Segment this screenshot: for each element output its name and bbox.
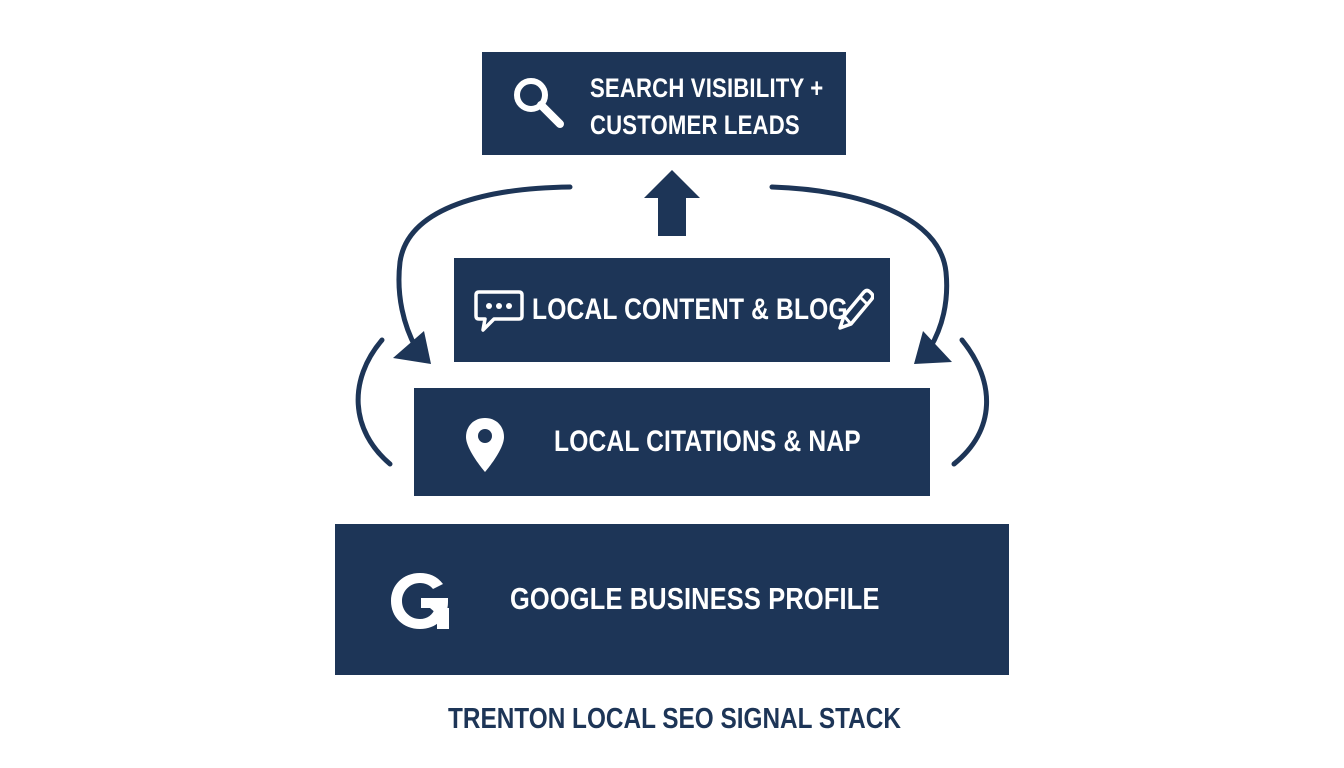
map-pin-icon: [464, 416, 506, 474]
google-business-profile-box: GOOGLE BUSINESS PROFILE: [335, 524, 1009, 675]
local-citations-box: LOCAL CITATIONS & NAP: [414, 388, 930, 496]
chat-bubble-icon: [474, 288, 524, 334]
google-business-profile-label: GOOGLE BUSINESS PROFILE: [510, 581, 880, 616]
diagram-caption: TRENTON LOCAL SEO SIGNAL STACK: [448, 703, 901, 735]
pencil-icon: [832, 286, 874, 332]
search-visibility-line1: SEARCH VISIBILITY +: [590, 73, 824, 103]
search-visibility-label: SEARCH VISIBILITY + CUSTOMER LEADS: [590, 70, 823, 144]
magnifying-glass-icon: [508, 72, 568, 132]
local-content-box: LOCAL CONTENT & BLOG: [454, 258, 890, 362]
curved-arrow-left-icon: [396, 184, 573, 351]
search-visibility-line2: CUSTOMER LEADS: [590, 110, 800, 140]
local-content-label: LOCAL CONTENT & BLOG: [532, 293, 848, 326]
up-arrow-icon: [644, 170, 700, 236]
right-outer-arc: [951, 337, 990, 467]
left-outer-arc: [355, 337, 393, 467]
curved-arrow-right-head: [914, 331, 952, 364]
google-g-icon: [385, 568, 455, 634]
local-citations-label: LOCAL CITATIONS & NAP: [554, 425, 861, 458]
curved-arrow-left-head: [393, 331, 431, 364]
curved-arrow-right-icon: [769, 184, 950, 351]
search-visibility-box: SEARCH VISIBILITY + CUSTOMER LEADS: [482, 52, 846, 155]
